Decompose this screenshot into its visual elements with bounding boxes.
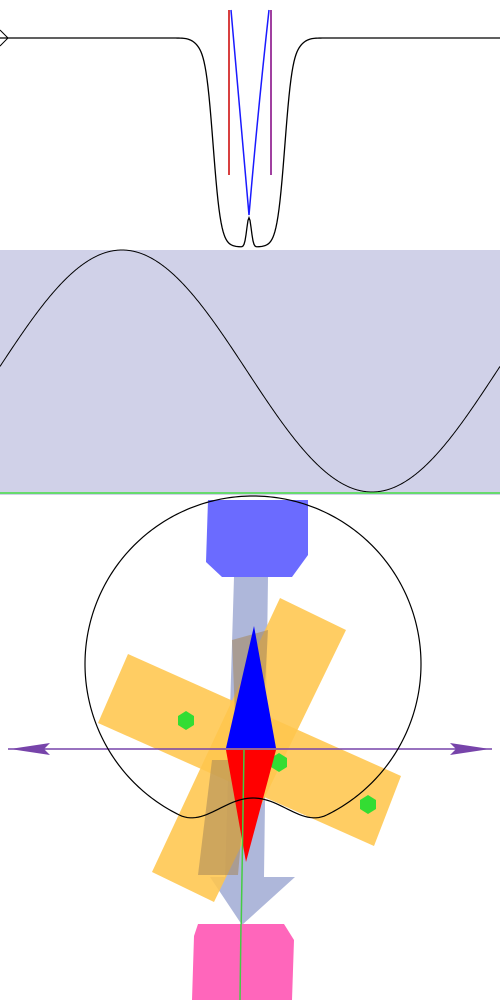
vertical-axis-over-block	[239, 923, 242, 1000]
triangle-down	[226, 750, 276, 862]
rotor-panel	[8, 495, 492, 1000]
cross-dot-left	[178, 711, 194, 730]
wave-panel-background	[0, 250, 500, 495]
cross-dot-right	[360, 795, 376, 814]
wave-curve	[0, 249, 500, 493]
axis-arrow-right-icon	[450, 743, 490, 755]
potential-panel	[0, 9, 500, 248]
top-block	[206, 500, 308, 577]
bottom-block	[192, 924, 294, 1000]
triangle-up	[226, 626, 276, 748]
axis-arrow-left-icon	[10, 743, 50, 755]
orbit-circle	[84, 495, 422, 819]
potential-curve	[0, 37, 500, 248]
parabola-center	[230, 9, 270, 216]
wave-panel	[0, 249, 500, 495]
cross-dot-center	[271, 753, 287, 772]
